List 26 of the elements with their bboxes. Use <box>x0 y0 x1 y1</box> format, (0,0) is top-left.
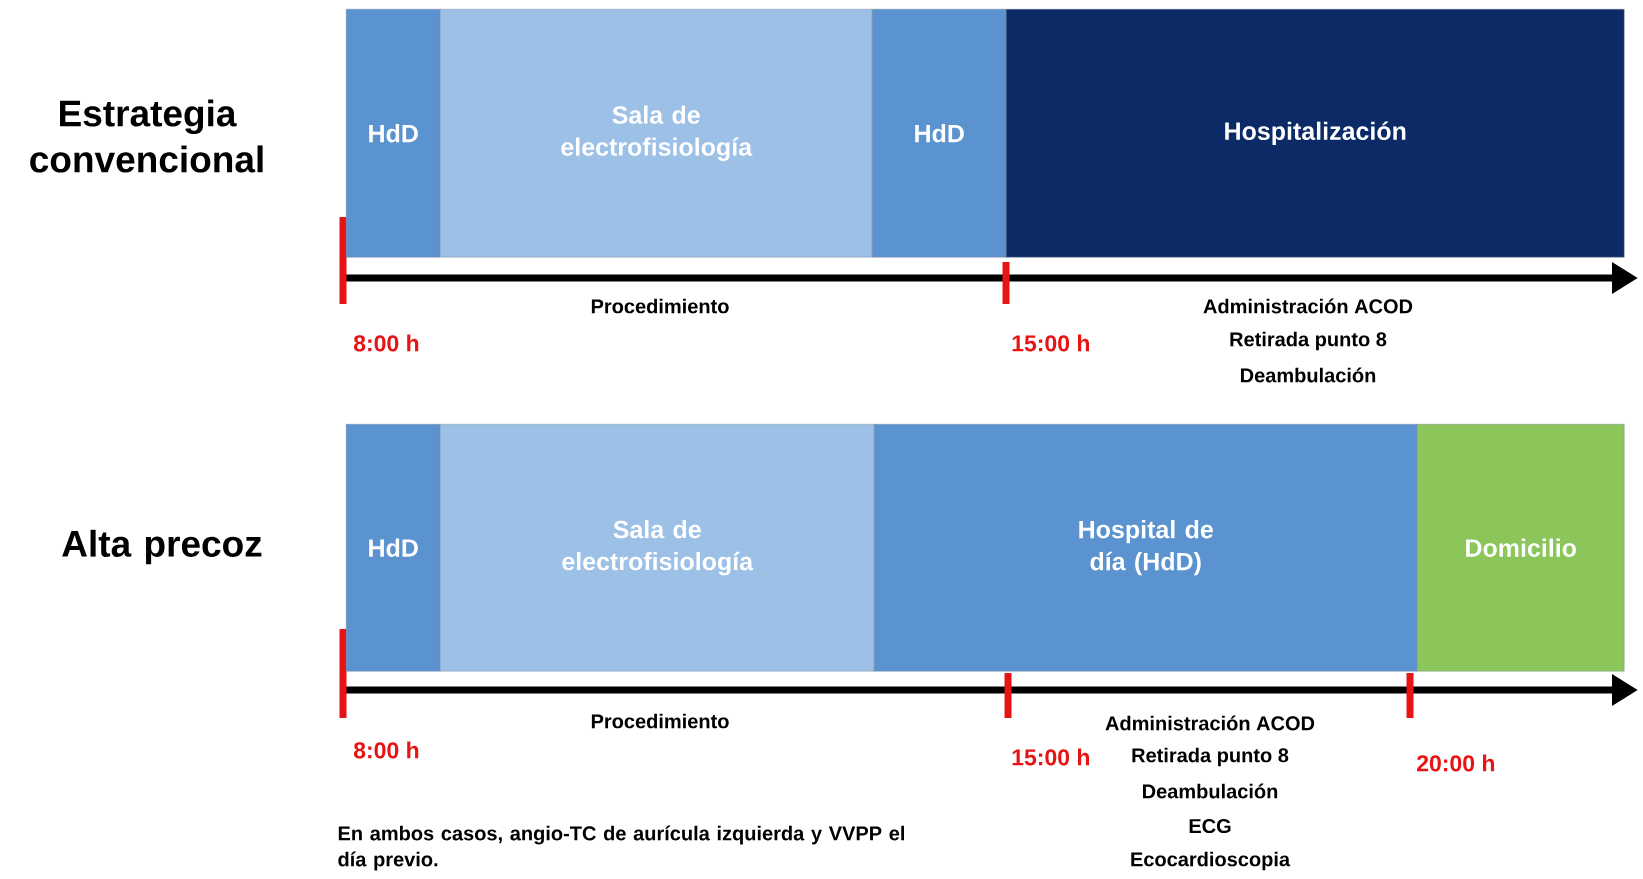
phase-box: Domicilio <box>1417 424 1625 672</box>
activity-text: Administración ACOD <box>1105 715 1315 731</box>
activity-text: ECG <box>1189 818 1231 834</box>
time-label: 20:00 h <box>1417 754 1494 772</box>
phase-box: Sala de electrofisiología <box>440 9 873 258</box>
activity-text: Retirada punto 8 <box>1230 331 1387 351</box>
time-label: 15:00 h <box>1012 748 1089 766</box>
phase-box: Sala de electrofisiología <box>440 424 875 672</box>
activity-text: Administración ACOD <box>1203 298 1413 314</box>
activity-text: Deambulación <box>1143 783 1278 799</box>
footnote-text: En ambos casos, angio-TC de aurícula izquierda y VVPP el día previo. <box>338 825 904 871</box>
activity-text: Procedimiento <box>591 713 729 729</box>
activity-text: Ecocardioscopia <box>1131 851 1291 871</box>
phase-box: Hospitalización <box>1006 9 1625 258</box>
time-label: 8:00 h <box>353 334 419 352</box>
time-label: 8:00 h <box>353 741 419 759</box>
activity-text: Deambulación <box>1241 367 1376 383</box>
activity-text: Retirada punto 8 <box>1132 747 1289 767</box>
row-title: Estrategia convencional <box>30 99 263 173</box>
phase-box: HdD <box>346 424 441 672</box>
row-title: Alta precoz <box>62 529 262 565</box>
phase-box: HdD <box>872 9 1007 258</box>
time-label: 15:00 h <box>1012 334 1089 352</box>
phase-box: Hospital de día (HdD) <box>874 424 1418 672</box>
phase-box: HdD <box>346 9 441 258</box>
activity-text: Procedimiento <box>591 298 729 314</box>
